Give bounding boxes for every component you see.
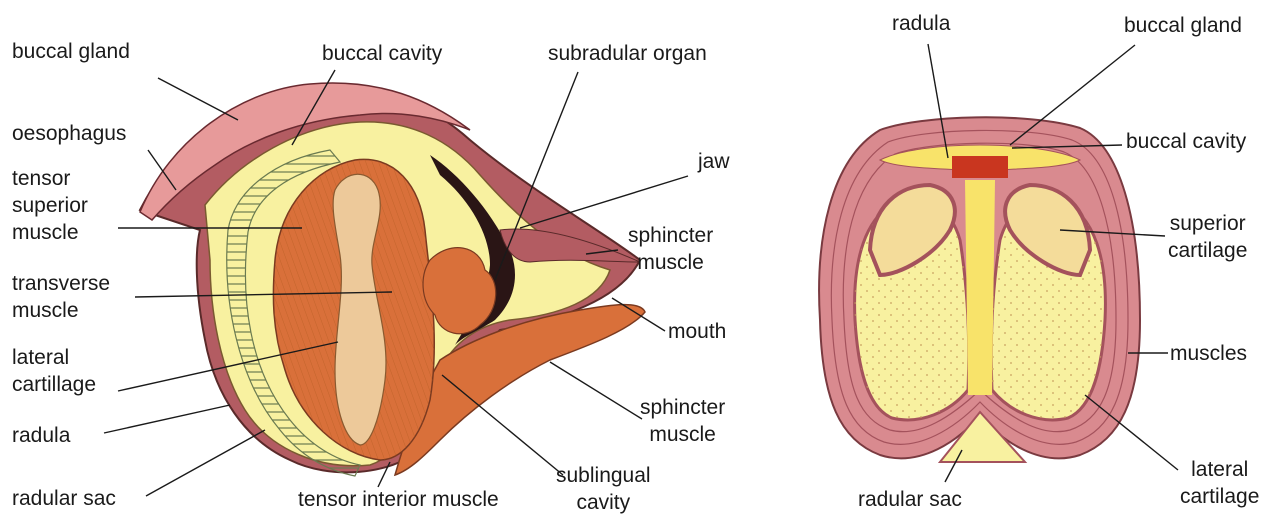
label-buccal-gland: buccal gland <box>12 38 130 65</box>
label-transverse-muscle: transverse muscle <box>12 270 110 324</box>
label-radular-sac-right: radular sac <box>858 486 962 513</box>
right-figure-cross-section <box>819 117 1140 462</box>
left-figure-odontophore-section <box>140 83 645 476</box>
label-mouth: mouth <box>668 318 726 345</box>
label-sphincter-muscle-lower: sphincter muscle <box>640 394 725 448</box>
label-subradular-organ: subradular organ <box>548 40 707 67</box>
label-tensor-superior-muscle: tensor superior muscle <box>12 165 88 246</box>
label-sublingual-cavity: sublingual cavity <box>556 462 651 516</box>
label-muscles: muscles <box>1170 340 1247 367</box>
label-buccal-cavity-right: buccal cavity <box>1126 128 1246 155</box>
label-oesophagus: oesophagus <box>12 120 126 147</box>
label-sphincter-muscle-upper: sphincter muscle <box>628 222 713 276</box>
label-buccal-cavity: buccal cavity <box>322 40 442 67</box>
label-tensor-interior-muscle: tensor interior muscle <box>298 486 499 513</box>
label-radular-sac-left: radular sac <box>12 485 116 512</box>
label-radula-left: radula <box>12 422 70 449</box>
radula-shape <box>952 156 1008 178</box>
label-lateral-cartillage: lateral cartillage <box>12 344 96 398</box>
label-superior-cartilage: superior cartilage <box>1168 210 1247 264</box>
label-lateral-cartilage-right: lateral cartilage <box>1180 456 1259 510</box>
label-radula-right: radula <box>892 10 950 37</box>
label-buccal-gland-right: buccal gland <box>1124 12 1242 39</box>
label-jaw: jaw <box>698 148 730 175</box>
lateral-cartilage-shape <box>333 174 386 445</box>
